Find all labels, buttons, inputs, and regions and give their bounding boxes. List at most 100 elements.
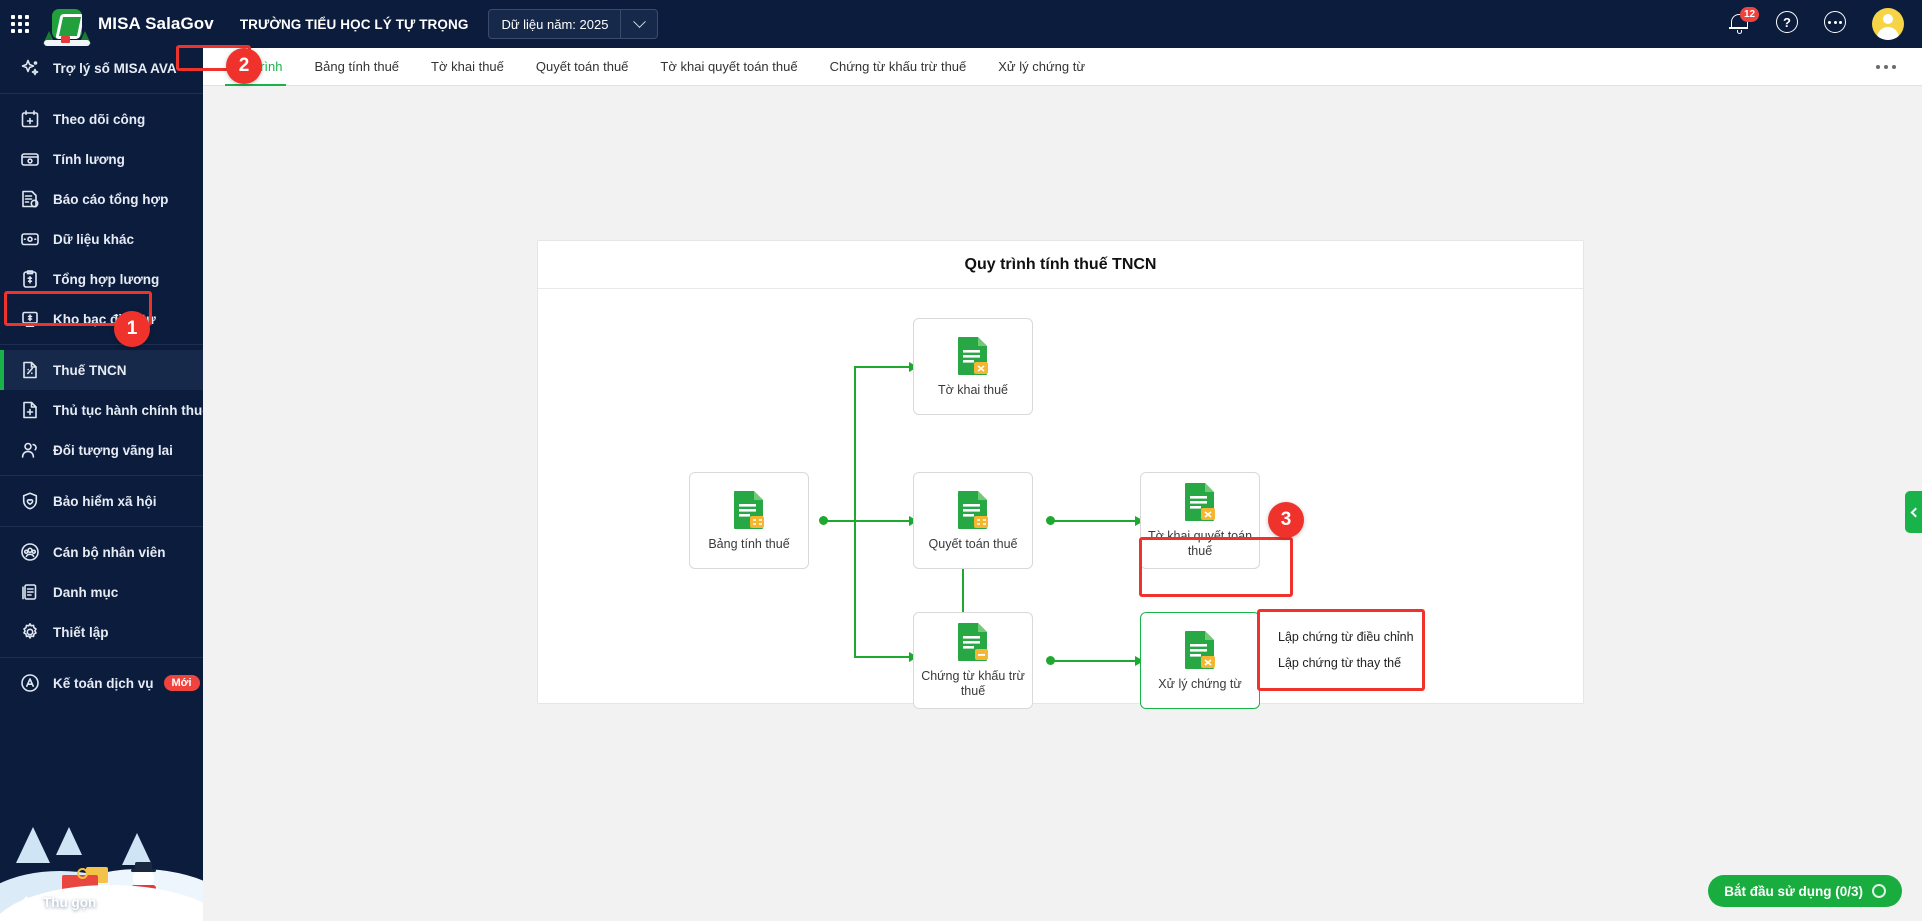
calendar-plus-icon: [19, 108, 41, 130]
header-actions: 12 ?: [1728, 7, 1922, 40]
card-icon: [19, 228, 41, 250]
connector-bang-tinh-to-bus: [824, 520, 856, 522]
sidebar-item-10[interactable]: Bảo hiểm xã hội: [0, 481, 203, 521]
document-icon: [955, 336, 991, 376]
connector-to-chung-tu-khau-tru: [854, 652, 918, 662]
chevron-left-icon: [1910, 507, 1920, 517]
tab-6[interactable]: Xử lý chứng từ: [982, 48, 1101, 86]
tab-label: Xử lý chứng từ: [998, 59, 1086, 74]
right-panel-toggle[interactable]: [1905, 491, 1922, 533]
tab-4[interactable]: Tờ khai quyết toán thuế: [644, 48, 813, 86]
sidebar-collapse-button[interactable]: Thu gọn: [0, 883, 203, 921]
sidebar-item-label: Bảo hiểm xã hội: [53, 493, 157, 509]
chevron-down-icon[interactable]: [621, 14, 657, 29]
process-card: Quy trình tính thuế TNCN: [537, 240, 1584, 709]
sidebar-item-label: Kế toán dịch vụ: [53, 675, 154, 691]
sidebar-divider: [0, 526, 203, 527]
flow-diagram: Tờ khai thuế Bảng: [538, 289, 1583, 709]
sidebar-item-label: Thiết lập: [53, 624, 109, 640]
avatar[interactable]: [1872, 8, 1904, 40]
clipboard-icon: [19, 268, 41, 290]
apps-grid-icon[interactable]: [0, 0, 40, 48]
progress-ring-icon: [1872, 884, 1886, 898]
top-header: MISA SalaGov TRƯỜNG TIỂU HỌC LÝ TỰ TRỌNG…: [0, 0, 1922, 48]
node-chung-tu-khau-tru-thue[interactable]: Chứng từ khấu trừ thuế: [913, 612, 1033, 709]
node-quyet-toan-thue[interactable]: Quyết toán thuế: [913, 472, 1033, 569]
tab-2[interactable]: Tờ khai thuế: [415, 48, 520, 86]
tab-label: Chứng từ khấu trừ thuế: [829, 59, 967, 74]
start-using-button[interactable]: Bắt đầu sử dụng (0/3): [1708, 875, 1902, 907]
node-label: Xử lý chứng từ: [1158, 676, 1242, 691]
sidebar-item-5[interactable]: Tổng hợp lương: [0, 259, 203, 299]
tab-3[interactable]: Quyết toán thuế: [520, 48, 645, 86]
node-to-khai-thue[interactable]: Tờ khai thuế: [913, 318, 1033, 415]
sidebar-item-9[interactable]: Đối tượng vãng lai: [0, 430, 203, 470]
menu-item-lap-chung-tu-thay-the[interactable]: Lập chứng từ thay thế: [1278, 656, 1402, 670]
annotation-step-3: 3: [1268, 502, 1304, 538]
sidebar-item-4[interactable]: Dữ liệu khác: [0, 219, 203, 259]
sidebar-divider: [0, 93, 203, 94]
sidebar-item-label: Trợ lý số MISA AVA: [53, 60, 177, 76]
connector-to-quyet-toan-thue: [854, 516, 918, 526]
tax-doc-icon: [19, 359, 41, 381]
gear-icon: [19, 621, 41, 643]
sidebar-item-11[interactable]: Cán bộ nhân viên: [0, 532, 203, 572]
connector-quyet-toan-to-to-khai-qt: [1051, 516, 1144, 526]
node-label: Quyết toán thuế: [928, 536, 1018, 551]
sidebar-item-0[interactable]: Trợ lý số MISA AVA: [0, 48, 203, 88]
document-icon: [955, 490, 991, 530]
main-content: Quy trình tính thuế TNCN: [203, 86, 1922, 921]
bell-icon[interactable]: 12: [1728, 7, 1759, 37]
tab-overflow-icon[interactable]: [1850, 64, 1922, 69]
sidebar-item-8[interactable]: Thủ tục hành chính thuế: [0, 390, 203, 430]
sidebar-divider: [0, 344, 203, 345]
document-icon: [731, 490, 767, 530]
connector-dot-chung-tu: [1046, 656, 1055, 665]
staff-icon: [19, 541, 41, 563]
connector-to-to-khai-thue: [854, 362, 918, 372]
tab-label: Tờ khai quyết toán thuế: [660, 59, 798, 74]
tab-1[interactable]: Bảng tính thuế: [298, 48, 415, 86]
node-xu-ly-chung-tu[interactable]: Xử lý chứng từ: [1140, 612, 1260, 709]
year-select-value: Dữ liệu năm: 2025: [501, 16, 609, 32]
doc-plus-icon: [19, 399, 41, 421]
sidebar-item-12[interactable]: Danh mục: [0, 572, 203, 612]
node-label: Tờ khai thuế: [937, 382, 1009, 397]
more-icon[interactable]: [1824, 11, 1850, 37]
node-label: Bảng tính thuế: [708, 536, 790, 551]
sidebar-item-6[interactable]: Kho bạc điện tử: [0, 299, 203, 339]
page-title: Quy trình tính thuế TNCN: [538, 241, 1583, 289]
sidebar-item-label: Thủ tục hành chính thuế: [53, 402, 203, 418]
sidebar-divider: [0, 475, 203, 476]
notification-badge: 12: [1740, 7, 1759, 22]
wallet-icon: [19, 148, 41, 170]
sidebar-item-label: Dữ liệu khác: [53, 231, 135, 247]
connector-dot-quyet-toan: [1046, 516, 1055, 525]
menu-item-lap-chung-tu-dieu-chinh[interactable]: Lập chứng từ điều chỉnh: [1278, 630, 1414, 644]
connector-chung-tu-to-xu-ly: [1051, 656, 1144, 666]
sidebar-item-label: Báo cáo tổng hợp: [53, 191, 169, 207]
connector-dot-bang-tinh: [819, 516, 828, 525]
node-to-khai-quyet-toan-thue[interactable]: Tờ khai quyết toán thuế: [1140, 472, 1260, 569]
annotation-step-2: 2: [226, 48, 262, 84]
help-icon[interactable]: ?: [1776, 11, 1802, 37]
brand-logo[interactable]: [40, 0, 94, 48]
list-icon: [19, 581, 41, 603]
sidebar-item-13[interactable]: Thiết lập: [0, 612, 203, 652]
sidebar-item-1[interactable]: Theo dõi công: [0, 99, 203, 139]
document-icon: [1182, 482, 1218, 522]
sidebar-item-label: Thuế TNCN: [53, 362, 127, 378]
node-label: Tờ khai quyết toán thuế: [1147, 529, 1253, 558]
sparkle-icon: [19, 57, 41, 79]
sidebar-item-7[interactable]: Thuế TNCN: [0, 350, 203, 390]
sidebar-item-2[interactable]: Tính lương: [0, 139, 203, 179]
sidebar-item-3[interactable]: Báo cáo tổng hợp: [0, 179, 203, 219]
node-bang-tinh-thue[interactable]: Bảng tính thuế: [689, 472, 809, 569]
context-menu-xu-ly-chung-tu: Lập chứng từ điều chỉnh Lập chứng từ tha…: [1257, 609, 1425, 691]
year-select[interactable]: Dữ liệu năm: 2025: [488, 9, 659, 39]
tab-5[interactable]: Chứng từ khấu trừ thuế: [814, 48, 983, 86]
